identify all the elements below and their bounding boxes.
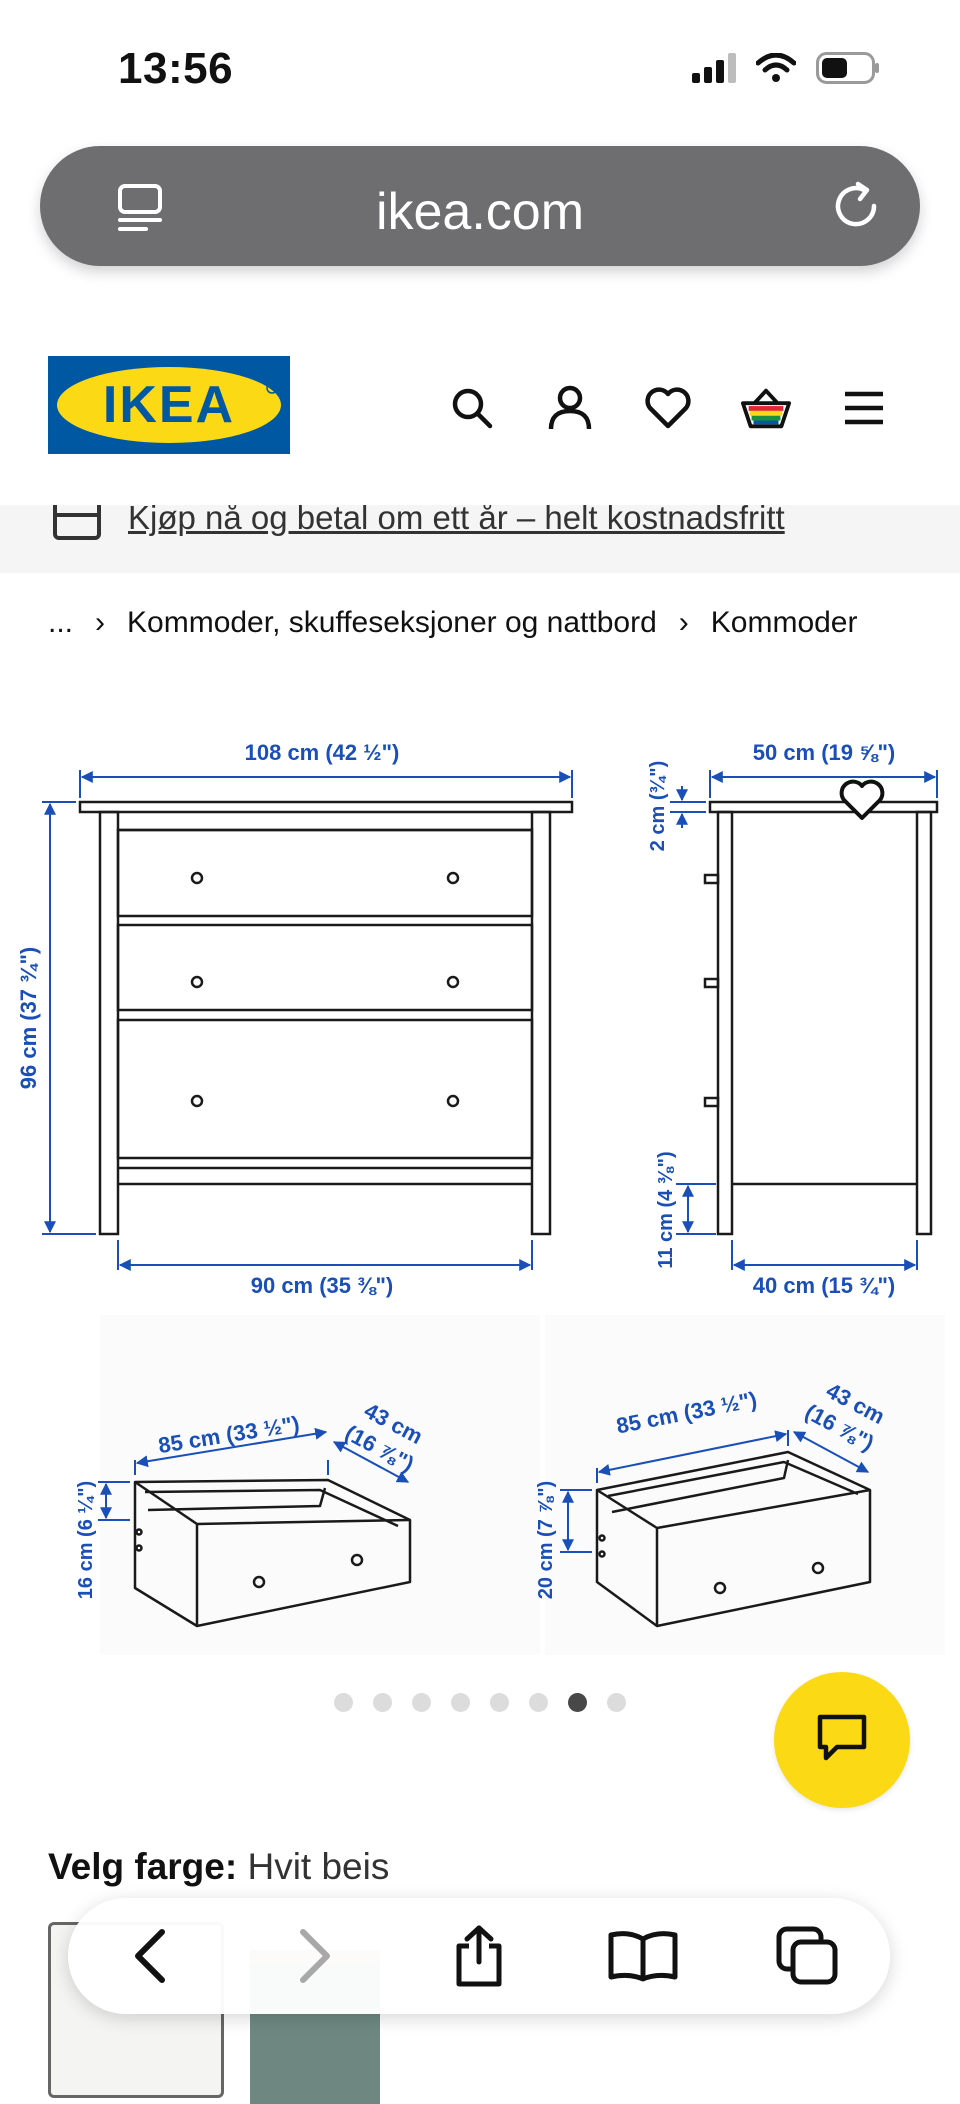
promo-banner[interactable]: Kjøp nå og betal om ett år – helt kostna… <box>0 505 960 573</box>
dim-small-drawer-height: 16 cm (6 ¼") <box>75 1481 97 1599</box>
color-selector: Velg farge: Hvit beis <box>48 1846 389 1888</box>
basket-icon[interactable] <box>740 382 792 434</box>
reload-icon[interactable] <box>830 180 882 237</box>
status-icons <box>692 52 880 89</box>
back-icon[interactable] <box>110 1916 190 1996</box>
carousel-dot[interactable] <box>490 1693 509 1712</box>
promo-link[interactable]: Kjøp nå og betal om ett år – helt kostna… <box>128 505 785 536</box>
tabs-overview-icon[interactable] <box>116 182 164 237</box>
dim-side-inner-depth: 40 cm (15 ¾") <box>753 1273 896 1298</box>
carousel-dot[interactable] <box>529 1693 548 1712</box>
dim-large-drawer-height: 20 cm (7 ⅞") <box>535 1481 557 1599</box>
carousel-indicator[interactable] <box>0 1693 960 1712</box>
battery-icon <box>816 52 880 89</box>
svg-text:IKEA: IKEA <box>103 376 235 434</box>
heart-icon <box>839 779 885 826</box>
dim-front-height: 96 cm (37 ¾") <box>16 947 41 1090</box>
save-to-favourites-button[interactable] <box>830 770 894 834</box>
breadcrumb: ... › Kommoder, skuffeseksjoner og nattb… <box>48 606 857 640</box>
dim-front-width: 108 cm (42 ½") <box>245 740 400 765</box>
product-dimension-image[interactable]: 108 cm (42 ½") 96 cm (37 ¾") 90 cm (35 ⅜… <box>0 720 960 1680</box>
url-text[interactable]: ikea.com <box>375 183 585 241</box>
chat-button[interactable] <box>774 1672 910 1808</box>
dim-side-depth: 50 cm (19 ⅝") <box>753 740 896 765</box>
carousel-dot[interactable] <box>334 1693 353 1712</box>
menu-icon[interactable] <box>838 382 890 434</box>
breadcrumb-item[interactable]: Kommoder <box>710 606 858 639</box>
color-value: Hvit beis <box>247 1846 390 1887</box>
carousel-dot[interactable] <box>607 1693 626 1712</box>
search-icon[interactable] <box>446 382 498 434</box>
carousel-dot[interactable] <box>451 1693 470 1712</box>
bookmarks-icon[interactable] <box>603 1916 683 1996</box>
address-bar[interactable]: ikea.com <box>40 146 920 266</box>
breadcrumb-item[interactable]: Kommoder, skuffeseksjoner og nattbord <box>127 606 657 639</box>
forward-icon[interactable] <box>275 1916 355 1996</box>
signal-icon <box>692 53 736 88</box>
dim-inner-width: 90 cm (35 ⅜") <box>251 1273 394 1298</box>
carousel-dot-active[interactable] <box>568 1693 587 1712</box>
tabs-icon[interactable] <box>768 1916 848 1996</box>
status-time: 13:56 <box>118 44 234 93</box>
browser-toolbar <box>68 1898 890 2014</box>
chat-icon <box>815 1712 869 1769</box>
ikea-logo[interactable]: IKEA <box>48 356 290 454</box>
color-label: Velg farge: <box>48 1846 238 1887</box>
carousel-dot[interactable] <box>412 1693 431 1712</box>
header-actions <box>446 382 890 434</box>
status-bar: 13:56 <box>0 0 960 140</box>
breadcrumb-ellipsis[interactable]: ... <box>48 606 74 639</box>
carousel-dot[interactable] <box>373 1693 392 1712</box>
site-header: IKEA <box>0 340 960 480</box>
account-icon[interactable] <box>544 382 596 434</box>
dim-leg-height: 11 cm (4 ⅜") <box>655 1151 677 1268</box>
dim-top-thickness: 2 cm (¾") <box>647 761 669 852</box>
card-icon <box>52 505 102 550</box>
wifi-icon <box>755 52 797 88</box>
chevron-right-icon: › <box>95 606 106 639</box>
share-icon[interactable] <box>439 1916 519 1996</box>
favourites-icon[interactable] <box>642 382 694 434</box>
chevron-right-icon: › <box>678 606 689 639</box>
